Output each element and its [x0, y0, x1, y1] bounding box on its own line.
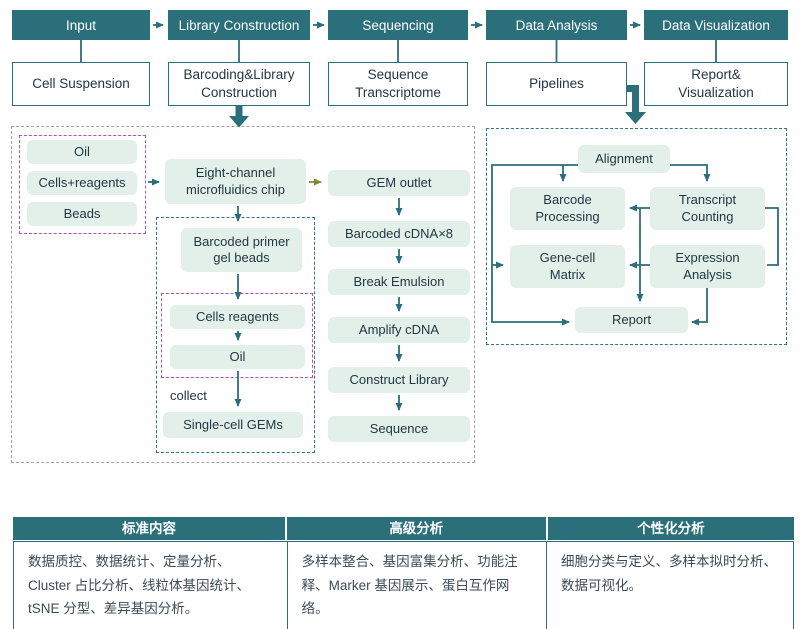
table-header-personalized: 个性化分析 [547, 517, 794, 540]
box-alignment: Alignment [578, 145, 670, 173]
collect-label: collect [170, 388, 207, 403]
box-gene-cell-matrix: Gene-cell Matrix [510, 245, 625, 288]
box-barcoding-library: Barcoding&Library Construction [168, 62, 310, 106]
thick-arrow-barcoding-to-gem-group [229, 106, 249, 128]
box-sequence-transcriptome: Sequence Transcriptome [328, 62, 468, 106]
box-transcript-counting: Transcript Counting [650, 187, 765, 230]
table-header-advanced: 高级分析 [286, 517, 546, 540]
box-cell-suspension: Cell Suspension [12, 62, 150, 106]
box-microfluidics-chip: Eight-channel microfluidics chip [165, 159, 306, 204]
box-oil-droplet: Oil [170, 345, 305, 369]
box-barcoded-cdna: Barcoded cDNA×8 [328, 221, 470, 247]
box-pipelines: Pipelines [486, 62, 627, 106]
stage-sequencing: Sequencing [328, 10, 468, 40]
stage-input: Input [12, 10, 150, 40]
box-break-emulsion: Break Emulsion [328, 269, 470, 295]
box-oil-input: Oil [27, 140, 137, 164]
box-barcode-processing: Barcode Processing [510, 187, 625, 230]
table-cell-personalized: 细胞分类与定义、多样本拟时分析、数据可视化。 [546, 542, 793, 629]
box-gem-outlet: GEM outlet [328, 170, 470, 196]
table-body-row: 数据质控、数据统计、定量分析、Cluster 占比分析、线粒体基因统计、tSNE… [13, 541, 794, 629]
stage-data-analysis: Data Analysis [486, 10, 627, 40]
box-expression-analysis: Expression Analysis [650, 245, 765, 288]
box-sequence-step: Sequence [328, 416, 470, 442]
table-header-standard: 标准内容 [13, 517, 285, 540]
stage-data-visualization: Data Visualization [644, 10, 788, 40]
box-cells-reagents-droplet: Cells reagents [170, 305, 305, 329]
box-amplify-cdna: Amplify cDNA [328, 317, 470, 343]
analysis-feature-table: 标准内容 高级分析 个性化分析 数据质控、数据统计、定量分析、Cluster 占… [13, 517, 794, 629]
stage-library-construction: Library Construction [168, 10, 310, 40]
table-cell-standard: 数据质控、数据统计、定量分析、Cluster 占比分析、线粒体基因统计、tSNE… [28, 554, 251, 617]
box-report: Report [575, 307, 688, 333]
thick-arrow-pipelines-to-analysis-group [625, 85, 646, 124]
box-construct-library: Construct Library [328, 367, 470, 393]
data-analysis-group [486, 128, 787, 345]
box-single-cell-gems: Single-cell GEMs [163, 412, 303, 438]
table-header-row: 标准内容 高级分析 个性化分析 [13, 517, 794, 540]
table-cell-advanced: 多样本整合、基因富集分析、功能注释、Marker 基因展示、蛋白互作网络。 [286, 542, 546, 629]
box-barcoded-gel-beads: Barcoded primer gel beads [181, 228, 302, 272]
reagent-input-group [19, 135, 146, 234]
box-cells-reagents-input: Cells+reagents [27, 171, 137, 195]
box-report-visualization: Report& Visualization [644, 62, 788, 106]
box-beads-input: Beads [27, 202, 137, 226]
